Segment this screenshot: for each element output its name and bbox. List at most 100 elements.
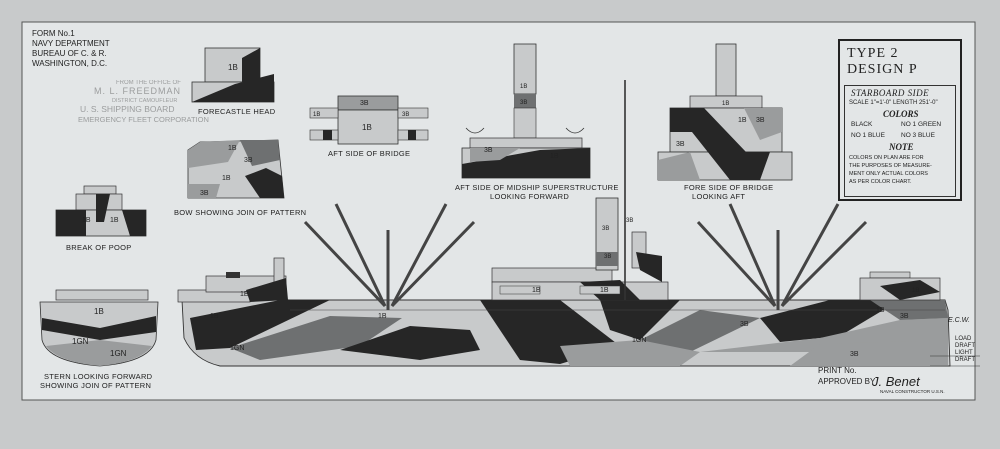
label-3b: 3B: [676, 141, 685, 148]
note-line: THE PURPOSES OF MEASURE-: [849, 163, 932, 169]
light-draft-line: LIGHT: [955, 350, 973, 356]
label-1b: 1B: [378, 313, 387, 320]
label-3b: 3B: [604, 254, 611, 260]
label-3b: 3B: [200, 190, 209, 197]
caption-fore-bridge-1: FORE SIDE OF BRIDGE: [684, 183, 774, 192]
color-blue-1: NO 1 BLUE: [851, 132, 885, 139]
caption-stern-1: STERN LOOKING FORWARD: [44, 372, 153, 381]
title-box: TYPE 2 DESIGN P STARBOARD SIDE SCALE 1"=…: [838, 39, 962, 201]
initials: E.C.W.: [948, 317, 970, 324]
label-3b: 3B: [520, 100, 527, 106]
fore-bridge-view: 1B 1B 3B 3B: [657, 43, 793, 181]
light-draft-label: LIGHT DRAFT: [955, 350, 975, 364]
label-3b: 3B: [402, 112, 409, 118]
forecastle-head-view: 1B: [191, 47, 275, 103]
design-name: DESIGN P: [847, 62, 918, 77]
signature: J. Benet: [871, 374, 921, 389]
label-1b: 1B: [600, 287, 609, 294]
label-1b: 1B: [240, 291, 249, 298]
form-block: FORM No.1 NAVY DEPARTMENT BUREAU OF C. &…: [32, 29, 110, 69]
label-3b: 3B: [244, 157, 253, 164]
design-type: TYPE 2: [847, 46, 899, 61]
load-draft-line: DRAFT: [955, 343, 975, 349]
label-1b: 1B: [228, 145, 237, 152]
colors-row-2b: NO 3 BLUE: [901, 132, 935, 139]
label-1gn: 1GN: [230, 345, 244, 352]
break-of-poop-view: 1B 1B: [55, 185, 147, 237]
label-1b: 1B: [313, 112, 320, 118]
label-1gn: 1GN: [110, 349, 127, 358]
label-3b: 3B: [626, 218, 633, 224]
stamp-line-3: DISTRICT CAMOUFLEUR: [112, 98, 177, 104]
colors-row-2: NO 1 BLUE: [851, 132, 885, 139]
naval-constructor: NAVAL CONSTRUCTOR U.S.N.: [880, 389, 945, 394]
label-3b: 3B: [360, 100, 369, 107]
label-3b: 3B: [756, 117, 765, 124]
label-3b: 3B: [850, 351, 859, 358]
stern-view: 1B 1GN 1GN: [39, 289, 159, 367]
length-label: LENGTH: [892, 100, 918, 106]
midship-superstructure-view: 1B 3B 3B 1B: [461, 43, 591, 179]
colors-row-1b: NO 1 GREEN: [901, 121, 941, 128]
color-green-1: NO 1 GREEN: [901, 121, 942, 128]
form-line: FORM No.1: [32, 29, 75, 38]
label-1b: 1B: [550, 153, 559, 160]
aft-bridge-view: 3B 1B 1B 3B: [309, 95, 429, 145]
caption-bow-join: BOW SHOWING JOIN OF PATTERN: [174, 208, 307, 217]
freedman-stamp: FROM THE OFFICE OF M. L. FREEDMAN DISTRI…: [78, 80, 209, 124]
caption-forecastle-head: FORECASTLE HEAD: [198, 107, 276, 116]
label-3b: 3B: [740, 321, 749, 328]
side-heading: STARBOARD SIDE: [851, 88, 930, 98]
note-line: COLORS ON PLAN ARE FOR: [849, 155, 924, 161]
label-1b: 1B: [912, 288, 919, 294]
note-line: AS PER COLOR CHART.: [849, 179, 912, 185]
label-1b: 1B: [82, 217, 91, 224]
title-inner-box: STARBOARD SIDE SCALE 1"=1'-0" LENGTH 251…: [844, 85, 956, 197]
note-text: COLORS ON PLAN ARE FOR THE PURPOSES OF M…: [849, 154, 932, 186]
caption-fore-bridge-2: LOOKING AFT: [692, 192, 746, 201]
label-1b: 1B: [738, 117, 747, 124]
label-1b: 1B: [94, 307, 104, 316]
scale-label: SCALE: [849, 100, 869, 106]
approved-by: APPROVED BY: [818, 377, 876, 386]
caption-break-of-poop: BREAK OF POOP: [66, 243, 132, 252]
note-line: MENT ONLY ACTUAL COLORS: [849, 171, 928, 177]
note-heading: NOTE: [889, 142, 914, 152]
load-draft-label: LOAD DRAFT: [955, 336, 975, 350]
light-draft-line: DRAFT: [955, 357, 975, 363]
label-3b: 3B: [900, 313, 909, 320]
stamp-line-2: M. L. FREEDMAN: [94, 86, 181, 96]
load-draft-line: LOAD: [955, 336, 972, 342]
color-blue-3: NO 3 BLUE: [901, 132, 935, 139]
caption-aft-bridge: AFT SIDE OF BRIDGE: [328, 149, 411, 158]
caption-midship-1: AFT SIDE OF MIDSHIP SUPERSTRUCTURE: [455, 183, 619, 192]
stamp-line-4: U. S. SHIPPING BOARD: [80, 104, 174, 114]
bow-join-view: 1B 3B 1B 3B: [187, 139, 285, 199]
caption-midship-2: LOOKING FORWARD: [490, 192, 570, 201]
print-number: PRINT No.: [818, 366, 857, 375]
form-line: NAVY DEPARTMENT: [32, 39, 110, 48]
label-3b: 3B: [484, 147, 493, 154]
label-1b: 1B: [876, 307, 885, 314]
label-1b: 1B: [222, 175, 231, 182]
scale-row: SCALE 1"=1'-0" LENGTH 251'-0": [849, 100, 938, 106]
colors-row-1: BLACK: [851, 121, 872, 128]
scale-value: 1"=1'-0": [870, 100, 892, 106]
label-1gn: 1GN: [632, 337, 646, 344]
label-1b: 1B: [110, 217, 119, 224]
label-1b: 1B: [210, 313, 219, 320]
stamp-line-1: FROM THE OFFICE OF: [116, 80, 181, 86]
stamp-line-5: EMERGENCY FLEET CORPORATION: [78, 115, 209, 124]
label-1b: 1B: [362, 123, 372, 132]
form-line: BUREAU OF C. & R.: [32, 49, 107, 58]
label-1b: 1B: [520, 84, 527, 90]
label-1b: 1B: [228, 63, 238, 72]
length-value: 251'-0": [918, 100, 938, 106]
colors-heading: COLORS: [883, 109, 919, 119]
form-line: WASHINGTON, D.C.: [32, 59, 108, 68]
ship-profile: 1B 1B 1GN 1B 1B 1B 1GN 3B 3B 3B 3B 1B 3B…: [177, 80, 980, 367]
caption-stern-2: SHOWING JOIN OF PATTERN: [40, 381, 152, 390]
label-1b: 1B: [722, 101, 729, 107]
label-1b: 1B: [532, 287, 541, 294]
